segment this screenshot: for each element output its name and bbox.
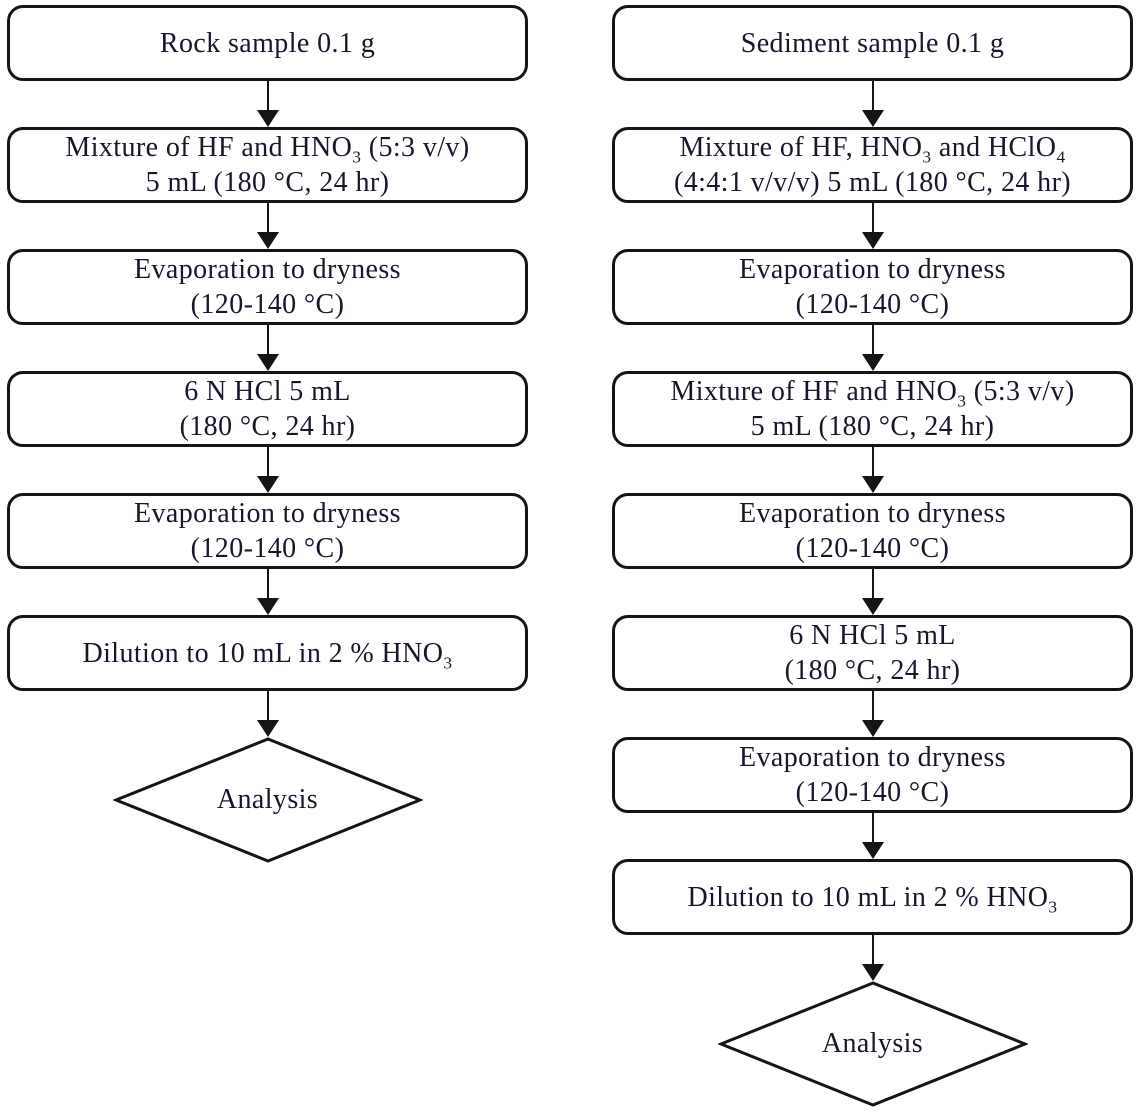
down-arrow-connector [256, 447, 279, 493]
arrow-shaft [871, 447, 874, 476]
process-box-text: Evaporation to dryness [739, 498, 1006, 529]
arrow-shaft [266, 81, 269, 110]
process-box-text: 5 mL (180 °C, 24 hr) [750, 411, 995, 442]
down-arrow-connector [256, 691, 279, 737]
down-arrow-connector [861, 447, 884, 493]
process-box-text: (120-140 °C) [190, 533, 345, 564]
process-box-text: (180 °C, 24 hr) [179, 411, 356, 442]
process-box-text: 6 N HCl 5 mL [184, 376, 351, 407]
arrowhead-icon [256, 354, 279, 371]
down-arrow-connector [861, 569, 884, 615]
arrowhead-icon [256, 232, 279, 249]
process-box-text: (120-140 °C) [795, 533, 950, 564]
arrowhead-icon [861, 598, 884, 615]
process-box: Evaporation to dryness (120-140 °C) [7, 249, 528, 325]
arrowhead-icon [861, 720, 884, 737]
arrowhead-icon [861, 232, 884, 249]
process-box-text: (120-140 °C) [795, 777, 950, 808]
process-box-text: (4:4:1 v/v/v) 5 mL (180 °C, 24 hr) [673, 167, 1072, 198]
down-arrow-connector [256, 325, 279, 371]
process-box-text: (180 °C, 24 hr) [784, 655, 961, 686]
analysis-diamond: Analysis [112, 737, 423, 863]
arrowhead-icon [256, 598, 279, 615]
process-box-text: 5 mL (180 °C, 24 hr) [145, 167, 390, 198]
arrow-shaft [266, 325, 269, 354]
down-arrow-connector [256, 569, 279, 615]
process-box-text: 6 N HCl 5 mL [789, 620, 956, 651]
arrowhead-icon [256, 476, 279, 493]
process-box: 6 N HCl 5 mL (180 °C, 24 hr) [7, 371, 528, 447]
process-box: Dilution to 10 mL in 2 % HNO3 [612, 859, 1133, 935]
process-box-text: Evaporation to dryness [134, 254, 401, 285]
analysis-diamond: Analysis [717, 981, 1028, 1107]
process-box: 6 N HCl 5 mL (180 °C, 24 hr) [612, 615, 1133, 691]
flowchart-column-sediment: Sediment sample 0.1 g Mixture of HF, HNO3… [612, 5, 1133, 1107]
process-box: Evaporation to dryness (120-140 °C) [7, 493, 528, 569]
process-box-text: Dilution to 10 mL in 2 % HNO3 [82, 637, 453, 673]
diamond-shape [717, 981, 1028, 1107]
process-box: Mixture of HF, HNO3 and HClO4(4:4:1 v/v/… [612, 127, 1133, 203]
arrow-shaft [871, 813, 874, 842]
down-arrow-connector [256, 203, 279, 249]
process-box-text: Rock sample 0.1 g [159, 27, 376, 59]
process-box-text: Mixture of HF, HNO3 and HClO4 [679, 132, 1066, 167]
arrow-shaft [871, 569, 874, 598]
down-arrow-connector [861, 325, 884, 371]
process-box-text: Dilution to 10 mL in 2 % HNO3 [687, 881, 1058, 917]
arrow-shaft [871, 81, 874, 110]
arrow-shaft [266, 569, 269, 598]
process-box-text: (120-140 °C) [190, 289, 345, 320]
diamond-shape [112, 737, 423, 863]
process-box: Mixture of HF and HNO3 (5:3 v/v)5 mL (18… [612, 371, 1133, 447]
diamond-label: Analysis [821, 1028, 924, 1059]
down-arrow-connector [861, 203, 884, 249]
process-box-text: Evaporation to dryness [134, 498, 401, 529]
down-arrow-connector [861, 81, 884, 127]
down-arrow-connector [861, 935, 884, 981]
arrowhead-icon [256, 720, 279, 737]
arrowhead-icon [861, 354, 884, 371]
process-box: Dilution to 10 mL in 2 % HNO3 [7, 615, 528, 691]
arrowhead-icon [256, 110, 279, 127]
arrow-shaft [871, 935, 874, 964]
process-box: Sediment sample 0.1 g [612, 5, 1133, 81]
arrow-shaft [266, 691, 269, 720]
arrow-shaft [871, 691, 874, 720]
flowchart-column-rock: Rock sample 0.1 g Mixture of HF and HNO3 … [7, 5, 528, 863]
arrow-shaft [871, 203, 874, 232]
arrowhead-icon [861, 842, 884, 859]
process-box-text: Evaporation to dryness [739, 742, 1006, 773]
down-arrow-connector [861, 813, 884, 859]
arrow-shaft [266, 447, 269, 476]
process-box: Rock sample 0.1 g [7, 5, 528, 81]
process-box-text: (120-140 °C) [795, 289, 950, 320]
down-arrow-connector [861, 691, 884, 737]
process-box: Mixture of HF and HNO3 (5:3 v/v)5 mL (18… [7, 127, 528, 203]
process-box: Evaporation to dryness (120-140 °C) [612, 493, 1133, 569]
diamond-label: Analysis [216, 784, 319, 815]
process-box-text: Evaporation to dryness [739, 254, 1006, 285]
arrow-shaft [871, 325, 874, 354]
down-arrow-connector [256, 81, 279, 127]
arrowhead-icon [861, 476, 884, 493]
arrow-shaft [266, 203, 269, 232]
process-box: Evaporation to dryness (120-140 °C) [612, 249, 1133, 325]
process-box-text: Mixture of HF and HNO3 (5:3 v/v) [65, 132, 470, 167]
arrowhead-icon [861, 964, 884, 981]
process-box-text: Mixture of HF and HNO3 (5:3 v/v) [670, 376, 1075, 411]
arrowhead-icon [861, 110, 884, 127]
process-box: Evaporation to dryness (120-140 °C) [612, 737, 1133, 813]
process-box-text: Sediment sample 0.1 g [740, 27, 1005, 59]
